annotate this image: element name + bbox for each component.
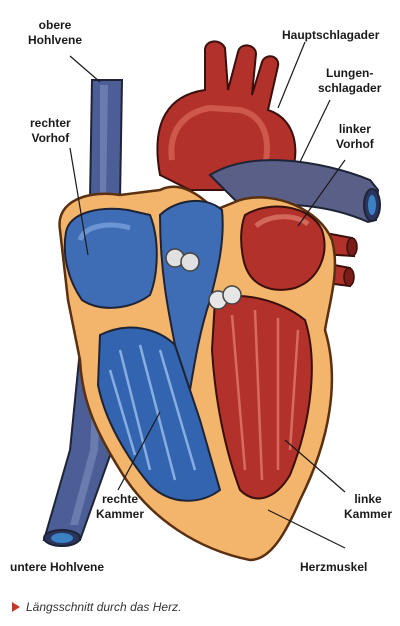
label-herzmuskel: Herzmuskel bbox=[300, 560, 368, 574]
label-obere-hohlvene: obere Hohlvene bbox=[28, 18, 83, 47]
label-rechter-vorhof: rechter Vorhof bbox=[30, 116, 71, 145]
herzklappen bbox=[165, 248, 242, 310]
label-untere-hohlvene: untere Hohlvene bbox=[10, 560, 105, 574]
label-linker-vorhof: linker Vorhof bbox=[336, 122, 374, 151]
label-hauptschlagader: Hauptschlagader bbox=[282, 28, 380, 42]
caption-marker-icon bbox=[12, 602, 20, 612]
label-linke-kammer: linke Kammer bbox=[344, 492, 393, 521]
aorta bbox=[156, 40, 297, 191]
label-rechte-kammer: rechte Kammer bbox=[96, 492, 145, 521]
label-lungenschlagader: Lungen- schlagader bbox=[318, 66, 382, 95]
caption-text: Längsschnitt durch das Herz. bbox=[26, 600, 182, 614]
linker-vorhof bbox=[240, 205, 326, 291]
leader-lines bbox=[69, 41, 346, 549]
linke-kammer bbox=[210, 295, 313, 500]
figure-caption: Längsschnitt durch das Herz. bbox=[12, 600, 181, 614]
rechter-ausflusstrakt bbox=[158, 199, 224, 391]
rechter-vorhof bbox=[63, 207, 158, 309]
